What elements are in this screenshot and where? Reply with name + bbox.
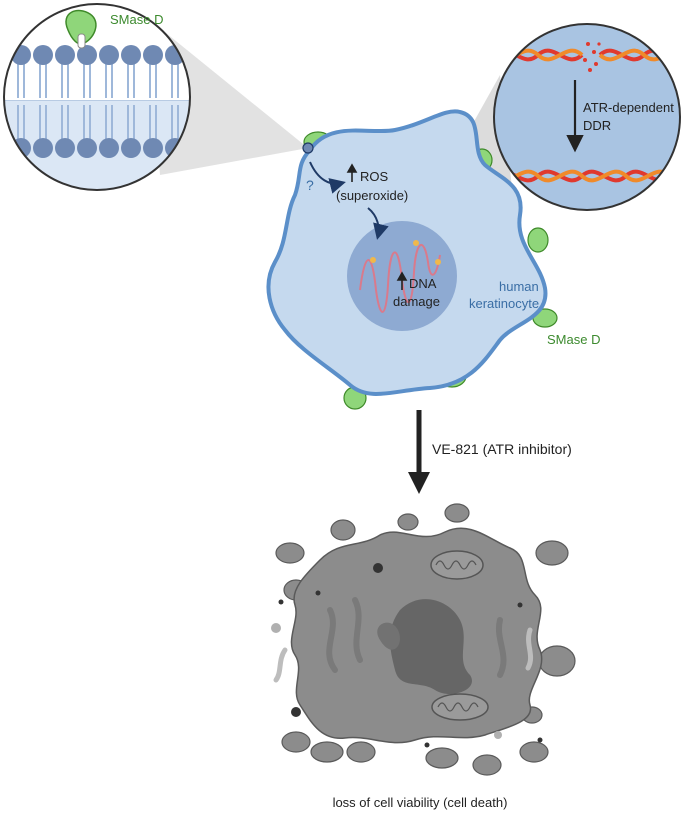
up-arrow-dna [396,271,408,290]
membrane-zoom-marker [302,142,314,154]
inhibitor-label: VE-821 (ATR inhibitor) [432,441,572,457]
inhibitor-arrow-head [408,472,430,494]
atr-label-line2: DDR [583,118,611,133]
cell-label-keratinocyte: keratinocyte [469,296,539,311]
dead-cell [271,503,576,776]
dna-damage-marks [370,240,441,265]
smase-enzyme [65,9,97,45]
arrow-ros-to-dna [367,207,389,240]
zoom-cone-left [150,20,308,175]
ros-sub-label: (superoxide) [336,188,408,203]
outcome-label: loss of cell viability (cell death) [333,795,508,810]
smase-top-label: SMase D [110,12,163,27]
ros-label: ROS [360,169,389,184]
question-mark: ? [306,177,314,193]
dna-sub-label: damage [393,294,440,309]
up-arrow-ros [346,163,358,182]
arrow-to-ros [309,161,346,194]
cell-label-human: human [499,279,539,294]
ddr-zoom-circle [493,23,681,211]
smase-side-label: SMase D [547,332,600,347]
dna-label: DNA [409,276,437,291]
atr-label-line1: ATR-dependent [583,100,674,115]
